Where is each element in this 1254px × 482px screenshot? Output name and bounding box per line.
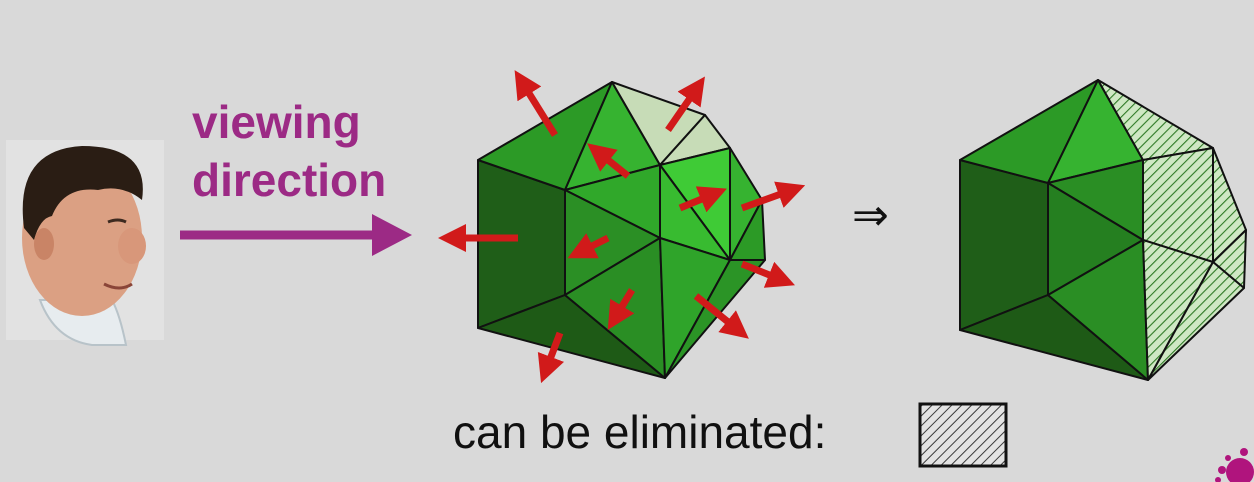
eliminated-caption: can be eliminated: bbox=[453, 404, 826, 460]
polyhedron-result bbox=[960, 80, 1246, 380]
implies-symbol: ⇒ bbox=[852, 186, 889, 246]
viewing-direction-arrow-icon bbox=[180, 214, 412, 256]
polyhedron-with-normals bbox=[478, 82, 765, 378]
hatch-swatch-icon bbox=[920, 404, 1006, 466]
viewing-direction-label-line1: viewing bbox=[192, 94, 422, 150]
splash-logo-icon bbox=[1215, 448, 1254, 482]
viewing-direction-label-line2: direction bbox=[192, 152, 422, 208]
viewer-face-icon bbox=[6, 140, 164, 345]
